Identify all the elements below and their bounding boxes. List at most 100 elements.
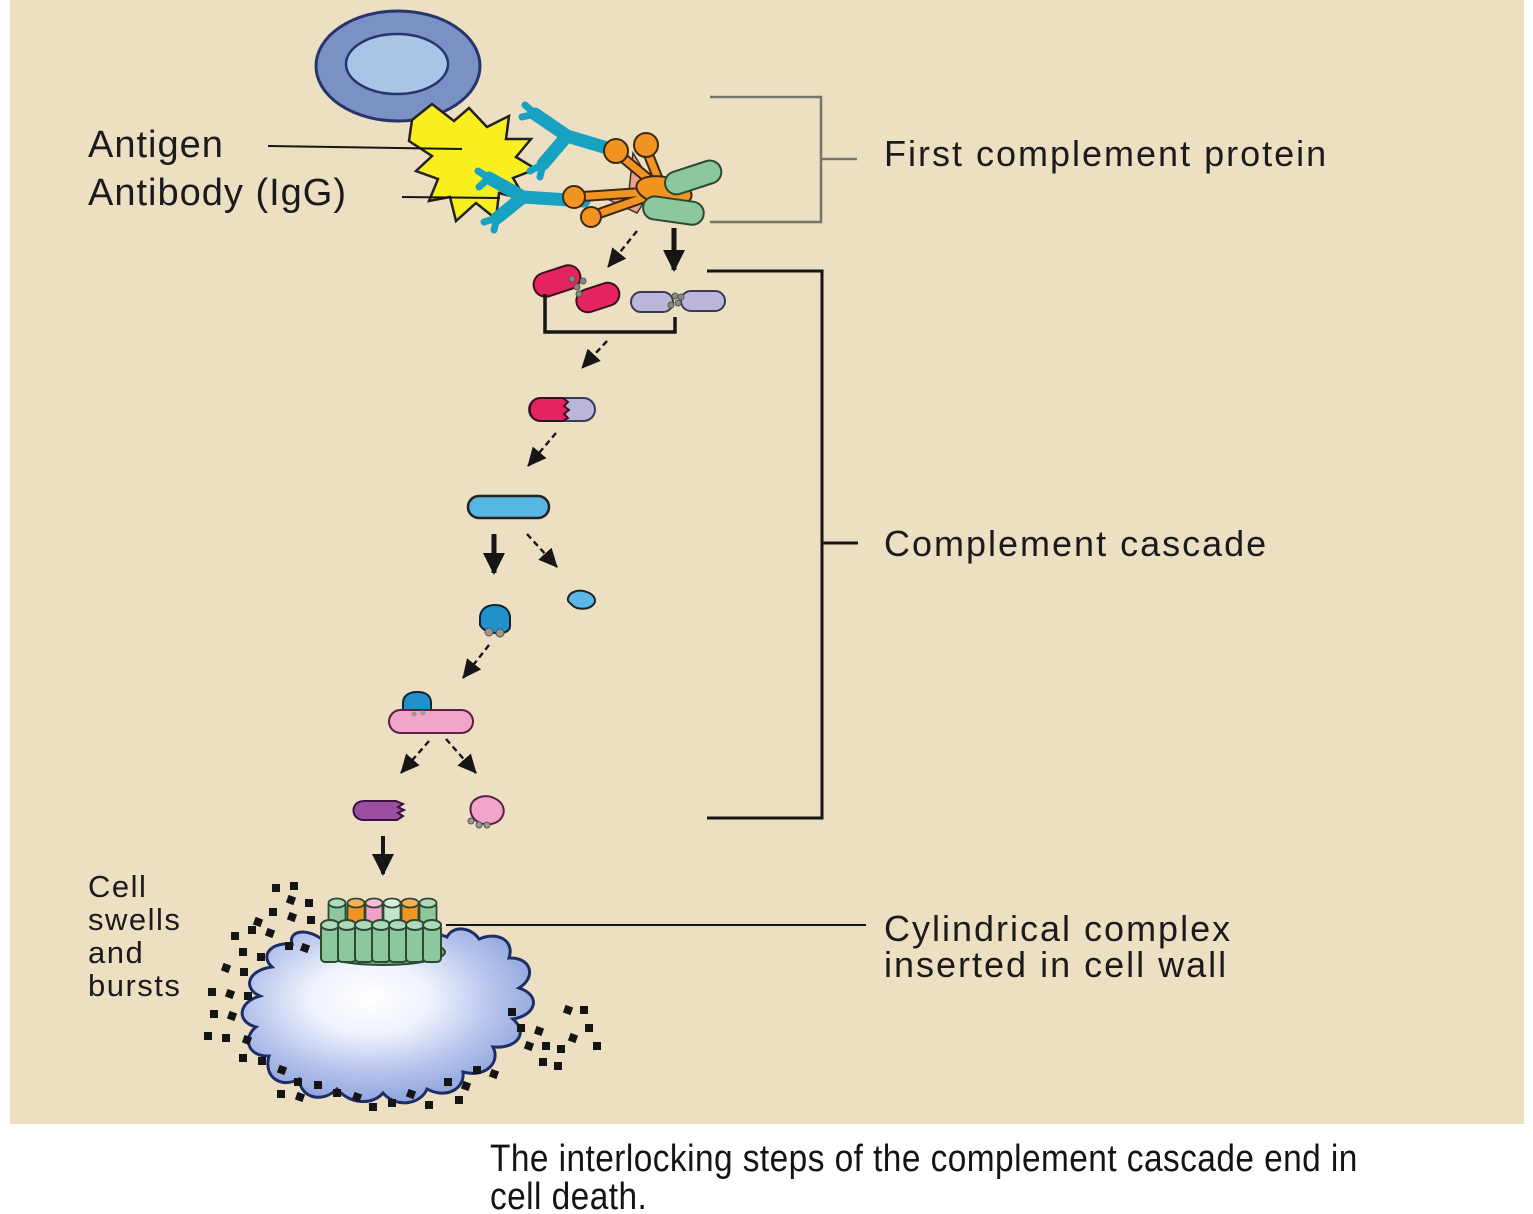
crimson-fragment-pair bbox=[532, 264, 621, 314]
cell-content-dot bbox=[388, 1099, 396, 1107]
cell-content-dot bbox=[222, 1034, 230, 1042]
lavender-fragment-pair bbox=[630, 290, 726, 313]
cell-content-dot bbox=[307, 916, 315, 924]
cell-content-dot bbox=[244, 992, 252, 1000]
blue-fragment-blob bbox=[479, 603, 511, 638]
cell-content-dot bbox=[285, 894, 297, 906]
cell-content-dot bbox=[294, 1078, 302, 1086]
antigen-leader-line bbox=[267, 145, 463, 150]
fragment-crumbs bbox=[568, 275, 587, 298]
cell-content-dot bbox=[239, 1054, 247, 1062]
complement-cascade-bracket bbox=[707, 269, 858, 820]
cell-content-dot bbox=[252, 916, 264, 928]
arrow bbox=[445, 738, 477, 774]
first-complement-protein-label: First complement protein bbox=[884, 133, 1328, 174]
cell-content-dot bbox=[248, 926, 256, 934]
cell-content-dot bbox=[314, 1081, 322, 1089]
cell-content-dot bbox=[444, 1078, 452, 1086]
cell-content-dot bbox=[220, 962, 232, 974]
antibody-leader-line bbox=[401, 196, 501, 199]
combined-fragment-pill bbox=[528, 397, 596, 422]
cell-swells-line4: bursts bbox=[88, 968, 181, 1003]
pink-subunit-pill bbox=[388, 709, 474, 734]
cell-content-dot bbox=[258, 1057, 266, 1065]
antibody-upper-forks bbox=[518, 101, 547, 181]
fragment-crumbs bbox=[667, 292, 685, 309]
arrow bbox=[462, 644, 490, 679]
cell-content-dot bbox=[239, 948, 247, 956]
cylindrical-complex-label-line1: Cylindrical complex bbox=[884, 908, 1232, 949]
bursting-cell bbox=[204, 882, 601, 1111]
cell-content-dot bbox=[567, 1032, 579, 1044]
cell-content-dot bbox=[533, 1025, 545, 1037]
cylindrical-complex-label-line2: inserted in cell wall bbox=[884, 944, 1228, 985]
cell-swells-label: Cell swells and bursts bbox=[88, 869, 181, 1003]
complement-head bbox=[562, 185, 586, 209]
pink-fragment-blob bbox=[467, 795, 505, 829]
cell-content-dot bbox=[285, 942, 293, 950]
cell-content-dot bbox=[523, 1040, 535, 1052]
cell-content-dot bbox=[264, 927, 276, 939]
purple-fragment bbox=[352, 800, 407, 821]
cell-content-dot bbox=[405, 1088, 417, 1100]
cell-content-dot bbox=[425, 1101, 433, 1109]
cell-content-dot bbox=[272, 884, 280, 892]
cell-content-dot bbox=[593, 1042, 601, 1050]
cell-content-dot bbox=[294, 1091, 306, 1103]
cell-content-dot bbox=[224, 988, 236, 1000]
skyblue-fragment-blob bbox=[566, 589, 596, 610]
cell-content-dot bbox=[305, 899, 313, 907]
bursting-cell-body bbox=[240, 927, 535, 1105]
first-complement-protein-complex bbox=[562, 132, 723, 228]
cell-content-dot bbox=[542, 1042, 550, 1050]
figure-caption-line2: cell death. bbox=[490, 1175, 647, 1214]
cell-content-dot bbox=[286, 911, 298, 923]
cell-content-dot bbox=[299, 942, 311, 954]
complement-stalks bbox=[574, 144, 667, 220]
blue-subunit bbox=[402, 690, 432, 712]
cell-content-dot bbox=[539, 1058, 547, 1066]
cell-content-dot bbox=[585, 1024, 593, 1032]
arrow bbox=[527, 432, 557, 467]
convertase-complex bbox=[388, 690, 474, 734]
cell-content-dot bbox=[351, 1091, 363, 1103]
figure-caption-line1-wrap: The interlocking steps of the complement… bbox=[490, 1137, 1357, 1179]
complement-head bbox=[633, 132, 659, 158]
cell-content-dot bbox=[333, 1089, 341, 1097]
cylindrical-complex bbox=[320, 897, 446, 966]
antigen-label: Antigen bbox=[88, 124, 224, 166]
arrow bbox=[400, 740, 430, 774]
cell-content-dot bbox=[208, 988, 216, 996]
arrow bbox=[581, 340, 608, 369]
complement-green-subunit bbox=[642, 195, 705, 226]
cell-content-dot bbox=[473, 1066, 481, 1074]
figure-caption-line2-wrap: cell death. bbox=[490, 1175, 647, 1214]
cell-swells-line2: swells bbox=[88, 902, 181, 937]
antibody-label: Antibody (IgG) bbox=[88, 172, 347, 214]
cell-content-dot bbox=[508, 1008, 516, 1016]
arrow bbox=[607, 230, 638, 268]
arrow bbox=[526, 533, 558, 568]
skyblue-enzyme-pill bbox=[466, 494, 551, 520]
target-cell-nucleus bbox=[344, 32, 450, 96]
cell-content-dot bbox=[557, 1045, 565, 1053]
cell-content-dot bbox=[277, 1090, 285, 1098]
cell-content-dot bbox=[554, 1062, 562, 1070]
cell-content-dot bbox=[369, 1103, 377, 1111]
cell-content-dot bbox=[290, 882, 298, 890]
cell-content-dot bbox=[231, 932, 239, 940]
complement-head bbox=[580, 206, 602, 228]
cell-content-dot bbox=[240, 968, 248, 976]
cell-content-dot bbox=[269, 908, 277, 916]
cell-content-dot bbox=[204, 1032, 212, 1040]
cell-content-dot bbox=[488, 1068, 500, 1080]
cascade-arrows bbox=[372, 228, 685, 876]
cell-content-dot bbox=[276, 1064, 288, 1076]
cell-swells-line3: and bbox=[88, 935, 144, 970]
cell-swells-line1: Cell bbox=[88, 869, 147, 904]
fragment-join-bracket bbox=[543, 294, 677, 334]
diagram-panel bbox=[10, 0, 1524, 1124]
complement-green-subunit bbox=[664, 159, 723, 196]
